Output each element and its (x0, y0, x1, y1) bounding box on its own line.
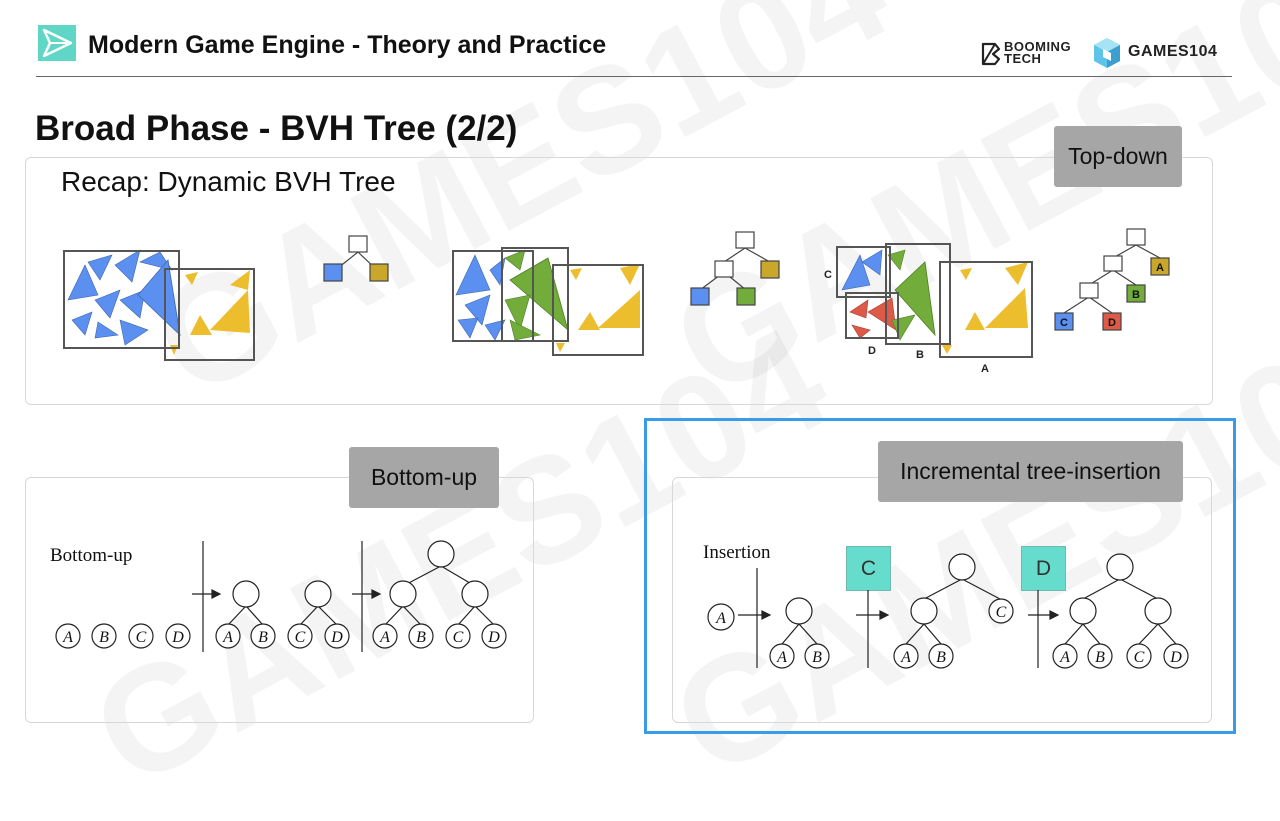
slide-title: Broad Phase - BVH Tree (2/2) (35, 109, 518, 148)
tech-text: TECH (1004, 51, 1042, 66)
course-title: Modern Game Engine - Theory and Practice (88, 31, 607, 59)
leaf-label: A (900, 649, 911, 666)
highlight-frame (644, 418, 1236, 734)
insert-c-marker: C (846, 546, 891, 591)
bvh-tree-3 (1054, 228, 1170, 331)
header-divider (36, 76, 1232, 77)
bvh-stage-1-illustration (63, 249, 255, 361)
leaf-label: A (379, 629, 390, 646)
cube-icon (1094, 38, 1120, 68)
leaf-label: A (222, 629, 233, 646)
leaf-label: B (99, 629, 109, 646)
top-down-figure: C D B A A B C D (63, 228, 1170, 375)
leaf-label: B (1095, 649, 1105, 666)
tree-node-label-d: D (1108, 317, 1116, 329)
leaf-label: C (1134, 649, 1145, 666)
leaf-label: B (416, 629, 426, 646)
insert-d-marker: D (1021, 546, 1066, 591)
leaf-label: A (1059, 649, 1070, 666)
leaf-label: A (776, 649, 787, 666)
leaf-label: C (996, 604, 1007, 621)
bottom-up-panel (25, 477, 534, 723)
leaf-label: B (258, 629, 268, 646)
recap-heading: Recap: Dynamic BVH Tree (61, 166, 396, 197)
leaf-label: A (62, 629, 73, 646)
leaf-label: C (295, 629, 306, 646)
booming-logo-icon (981, 42, 1001, 66)
top-down-panel (25, 157, 1213, 405)
course-logo-icon (38, 25, 76, 61)
top-down-tag: Top-down (1054, 126, 1182, 187)
leaf-label: B (812, 649, 822, 666)
tree-node-label-b: B (1132, 289, 1140, 301)
tree-node-label-c: C (1060, 317, 1068, 329)
region-label-b: B (916, 349, 924, 361)
leaf-label: C (453, 629, 464, 646)
leaf-label: D (1169, 649, 1182, 666)
booming-text: BOOMING (1004, 39, 1072, 54)
booming-tech-logo: BOOMING TECH (980, 40, 1090, 68)
leaf-label: A (715, 610, 726, 627)
bvh-tree-2 (690, 231, 780, 306)
bottom-up-caption: Bottom-up (50, 545, 133, 566)
leaf-label: C (136, 629, 147, 646)
bottom-up-figure: A B C D A B C D A B C D (55, 540, 507, 652)
region-label-c: C (824, 269, 832, 281)
bottom-up-tag: Bottom-up (349, 447, 499, 508)
region-label-a: A (981, 363, 989, 375)
bvh-stage-3-illustration: C D B A (824, 243, 1033, 375)
insertion-figure: A A B C A B A B C D (707, 553, 1189, 669)
leaf-label: D (171, 629, 184, 646)
leaf-label: D (330, 629, 343, 646)
bvh-tree-1 (323, 235, 389, 282)
leaf-label: D (487, 629, 500, 646)
games104-logo: GAMES104 (1090, 36, 1240, 70)
incremental-insertion-tag: Incremental tree-insertion (878, 441, 1183, 502)
region-label-d: D (868, 345, 876, 357)
bvh-stage-2-illustration (452, 247, 644, 356)
leaf-label: B (936, 649, 946, 666)
tree-node-label-a: A (1156, 262, 1164, 274)
games104-text: GAMES104 (1128, 43, 1218, 60)
insertion-caption: Insertion (703, 542, 771, 563)
